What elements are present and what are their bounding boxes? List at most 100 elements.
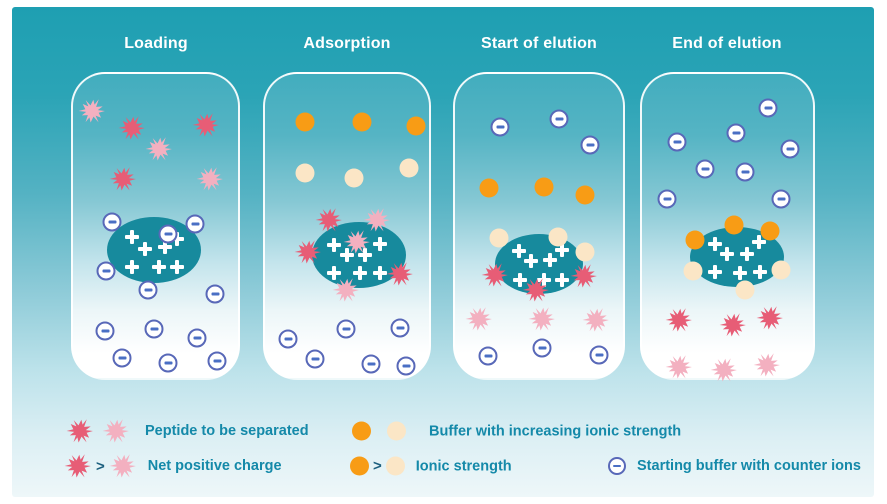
- peptide-light-icon: [196, 167, 223, 191]
- buffer-ion-strong-icon: [534, 177, 554, 197]
- peptide-light-icon: [332, 278, 359, 302]
- peptide-light-icon: [582, 308, 609, 332]
- buffer-ion-weak-icon: [683, 261, 703, 281]
- counter-ion-icon: [549, 109, 569, 129]
- buffer-ion-strong-icon: [760, 221, 780, 241]
- counter-ion-icon: [278, 329, 298, 349]
- counter-ion-icon: [771, 189, 791, 209]
- peptide-light-icon: [102, 419, 129, 443]
- counter-ion-icon: [187, 328, 207, 348]
- counter-ion-icon: [390, 318, 410, 338]
- counter-ion-icon: [478, 346, 498, 366]
- counter-ion-icon: [735, 162, 755, 182]
- legend-label: Buffer with increasing ionic strength: [429, 423, 682, 439]
- peptide-dark-icon: [192, 113, 219, 137]
- buffer-ion-strong-icon: [352, 421, 371, 441]
- counter-ion-icon: [138, 280, 158, 300]
- positive-charge-icon: [512, 244, 526, 258]
- peptide-dark-icon: [386, 262, 413, 286]
- positive-charge-icon: [125, 230, 139, 244]
- peptide-light-icon: [343, 230, 370, 254]
- buffer-ion-weak-icon: [385, 456, 405, 476]
- positive-charge-icon: [720, 247, 734, 261]
- counter-ion-icon: [158, 353, 178, 373]
- counter-ion-icon: [532, 338, 552, 358]
- positive-charge-icon: [740, 247, 754, 261]
- peptide-dark-icon: [481, 263, 508, 287]
- greater-than-symbol: >: [373, 457, 382, 475]
- counter-ion-icon: [396, 356, 416, 376]
- buffer-ion-weak-icon: [344, 168, 364, 188]
- peptide-dark-icon: [570, 264, 597, 288]
- buffer-ion-weak-icon: [771, 260, 791, 280]
- positive-charge-icon: [327, 238, 341, 252]
- counter-ion-icon: [205, 284, 225, 304]
- positive-charge-icon: [373, 266, 387, 280]
- counter-ion-icon: [361, 354, 381, 374]
- positive-charge-icon: [158, 240, 172, 254]
- positive-charge-icon: [555, 273, 569, 287]
- peptide-light-icon: [109, 454, 136, 478]
- column-panel-adsorption: [263, 72, 431, 380]
- counter-ion-icon: [207, 351, 227, 371]
- buffer-ion-strong-icon: [479, 178, 499, 198]
- peptide-light-icon: [665, 355, 692, 379]
- peptide-dark-icon: [756, 306, 783, 330]
- buffer-ion-weak-icon: [295, 163, 315, 183]
- greater-than-symbol: >: [96, 457, 105, 475]
- positive-charge-icon: [752, 235, 766, 249]
- counter-ion-icon: [726, 123, 746, 143]
- legend-label: Ionic strength: [415, 458, 512, 474]
- peptide-dark-icon: [64, 454, 91, 478]
- counter-ion-icon: [95, 321, 115, 341]
- peptide-dark-icon: [315, 208, 342, 232]
- peptide-light-icon: [465, 307, 492, 331]
- legend-label: Net positive charge: [147, 458, 282, 474]
- column-panel-loading: [71, 72, 240, 380]
- positive-charge-icon: [537, 273, 551, 287]
- buffer-ion-weak-icon: [575, 242, 595, 262]
- positive-charge-icon: [170, 232, 184, 246]
- buffer-ion-strong-icon: [575, 185, 595, 205]
- positive-charge-icon: [152, 260, 166, 274]
- peptide-dark-icon: [66, 419, 93, 443]
- counter-ion-icon: [102, 212, 122, 232]
- counter-ion-icon: [185, 214, 205, 234]
- counter-ion-icon: [589, 345, 609, 365]
- buffer-ion-strong-icon: [352, 112, 372, 132]
- peptide-dark-icon: [294, 240, 321, 264]
- legend-label: Starting buffer with counter ions: [637, 458, 861, 474]
- panel-title-loading: Loading: [124, 35, 188, 52]
- positive-charge-icon: [708, 237, 722, 251]
- peptide-dark-icon: [522, 278, 549, 302]
- peptide-light-icon: [710, 358, 737, 382]
- buffer-ion-weak-icon: [399, 158, 419, 178]
- buffer-ion-strong-icon: [406, 116, 426, 136]
- legend-item: Buffer with increasing ionic strength: [352, 421, 682, 441]
- positive-charge-icon: [753, 265, 767, 279]
- counter-ion-icon: [112, 348, 132, 368]
- positive-charge-icon: [543, 253, 557, 267]
- buffer-ion-weak-icon: [548, 227, 568, 247]
- counter-ion-icon: [144, 319, 164, 339]
- positive-charge-icon: [708, 265, 722, 279]
- legend-item: > Ionic strength: [350, 456, 512, 476]
- buffer-ion-strong-icon: [685, 230, 705, 250]
- buffer-ion-strong-icon: [724, 215, 744, 235]
- legend-label: Peptide to be separated: [145, 423, 309, 439]
- peptide-dark-icon: [665, 308, 692, 332]
- counter-ion-icon: [780, 139, 800, 159]
- legend-item: Peptide to be separated: [66, 417, 309, 445]
- peptide-light-icon: [363, 208, 390, 232]
- positive-charge-icon: [138, 242, 152, 256]
- panel-title-adsorption: Adsorption: [303, 35, 391, 52]
- counter-ion-icon: [158, 224, 178, 244]
- resin-bead: [107, 217, 201, 283]
- buffer-ion-strong-icon: [350, 456, 369, 476]
- panel-title-end-of-elution: End of elution: [672, 35, 782, 52]
- counter-ion-icon: [758, 98, 778, 118]
- positive-charge-icon: [353, 266, 367, 280]
- legend-item: > Net positive charge: [64, 452, 282, 480]
- column-panel-start-of-elution: [453, 72, 625, 380]
